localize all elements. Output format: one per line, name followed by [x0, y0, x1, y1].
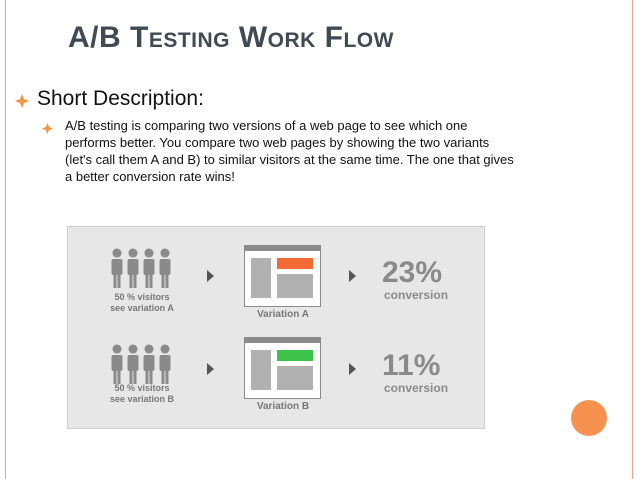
people-group-icon [111, 248, 171, 288]
play-arrow-icon [207, 270, 214, 282]
visitors-line2: see variation B [109, 394, 175, 404]
slide-frame-left [5, 0, 6, 479]
diamond-bullet-icon [42, 123, 53, 134]
slide-title: A/B Testing Work Flow [68, 21, 394, 54]
variation-a-bar [277, 258, 313, 269]
conversion-label-b: conversion [384, 381, 449, 395]
ab-testing-diagram: 50 % visitors see variation A Variation … [67, 226, 485, 429]
conversion-percent-a: 23% [382, 256, 443, 289]
play-arrow-icon [349, 363, 356, 375]
people-group-icon [111, 344, 171, 384]
diamond-bullet-icon [15, 94, 29, 108]
variation-b-label: Variation B [256, 401, 310, 412]
visitors-line1: 50 % visitors [114, 383, 170, 393]
webpage-icon [244, 245, 321, 307]
slide-frame-right [632, 0, 633, 479]
conversion-label-a: conversion [384, 288, 449, 302]
visitors-line1: 50 % visitors [114, 292, 170, 302]
visitors-caption-b: 50 % visitors see variation B [92, 383, 192, 405]
description-text: A/B testing is comparing two versions of… [65, 118, 514, 184]
decorative-orange-circle [571, 400, 607, 436]
play-arrow-icon [207, 363, 214, 375]
conversion-percent-b: 11% [382, 349, 441, 382]
variation-b-bar [277, 350, 313, 361]
visitors-caption-a: 50 % visitors see variation A [92, 292, 192, 314]
visitors-line2: see variation A [110, 303, 174, 313]
play-arrow-icon [349, 270, 356, 282]
variation-a-label: Variation A [257, 309, 309, 320]
webpage-icon [244, 337, 321, 399]
section-heading: Short Description: [37, 87, 204, 110]
